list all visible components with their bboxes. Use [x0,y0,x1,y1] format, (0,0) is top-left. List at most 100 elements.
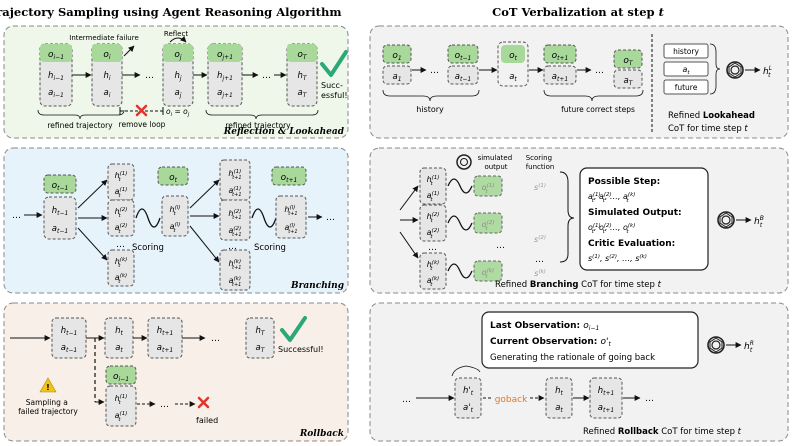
bc-row-1: h(1)t a(1)t o(1)t s(1) [419,167,546,205]
lookahead-refined-line2: CoT for time step t [668,124,748,134]
svg-text:oT: oT [623,56,634,67]
scoring-label-1: Scoring [132,243,164,253]
svg-text:ot+1: ot+1 [552,51,569,62]
remove-loop-label: remove loop [119,120,166,129]
svg-text:oi: oi [103,50,111,61]
svg-text:…: … [595,66,604,76]
remove-loop-cross-icon [135,104,148,117]
svg-text:a1: a1 [392,72,401,83]
svg-text:oj: oj [174,50,182,61]
svg-text:…: … [402,395,411,405]
svg-text:s(2): s(2) [534,235,546,244]
svg-text:hT: hT [255,326,265,337]
node-o-i-minus-1: oi−1 hi−1 ai−1 [39,43,73,107]
svg-text:…: … [645,394,654,404]
svg-text:at−1: at−1 [52,224,68,235]
failed-cross-icon [197,396,210,409]
svg-text:ht−1: ht−1 [52,206,69,217]
chip-history [663,43,709,59]
chip-future-text: future [675,83,698,92]
svg-text:oi−1: oi−1 [113,372,129,383]
branching-refined-line: Refined Branching CoT for time step t [495,280,662,290]
svg-text:ht+1: ht+1 [157,326,174,337]
chip-history-text: history [673,47,699,56]
svg-text:ht: ht [115,326,123,337]
svg-text:at: at [555,403,563,414]
simulated-output-title: Simulated Output: [588,208,682,218]
svg-text:aj+1: aj+1 [217,88,233,99]
svg-text:hj+1: hj+1 [217,71,233,82]
lookahead-panel [369,25,789,139]
svg-text:hi: hi [103,71,110,82]
svg-text:h(k)t+1: h(k)t+1 [229,259,242,271]
node-o-T-reflection: oT hT aT [286,43,318,107]
svg-text:h(l)t: h(l)t [170,205,181,217]
branching-summary-box [579,167,709,271]
rollback-node-failed: h(1)t a(1)t [105,385,137,427]
svg-text:hj: hj [174,71,181,82]
svg-text:a(2)t+1: a(2)t+1 [228,226,241,238]
rollback-node-o-i-1: oi−1 [105,365,137,385]
critic-evaluation-title: Critic Evaluation: [588,239,675,249]
svg-text:ot: ot [509,51,518,62]
svg-text:hi−1: hi−1 [48,71,64,82]
svg-text:oj+1: oj+1 [217,50,233,61]
la-node-o1: o1 a1 [382,44,412,85]
svg-text:…: … [12,211,21,221]
last-observation-line: Last Observation: oi−1 [490,321,599,332]
svg-text:hT: hT [297,71,307,82]
failed-label: failed [196,416,218,425]
llm-logo-icon [726,61,744,79]
lookahead-refined-line1: Refined Lookahead [668,111,755,121]
svg-text:at: at [682,65,690,76]
la-node-o-t: ot at [497,41,529,87]
reflect-label: Reflect [164,30,188,38]
scoring-label-2: Scoring [254,243,286,253]
svg-text:…: … [228,242,237,252]
success-check-icon [320,50,348,77]
svg-text:a't: a't [463,403,474,414]
rollback-logo-icon [707,336,725,354]
rollback-summary-box [481,311,699,369]
current-observation-line: Current Observation: o't [490,337,611,348]
chip-a-t [663,61,709,77]
svg-text:…: … [262,71,271,81]
branching-logo-icon [717,211,735,229]
svg-text:…: … [326,213,335,223]
branch-node-h-t-2: h(2)t a(2)t [107,199,135,237]
svg-text:at+1: at+1 [157,343,173,354]
svg-text:…: … [430,66,439,76]
rationale-line: Generating the rationale of going back [490,353,655,363]
branching-caption: Branching [290,281,344,291]
branch-node-h-t-1: h(1)t a(1)t [107,163,135,201]
possible-step-title: Possible Step: [588,177,660,187]
svg-text:a(l)t+1: a(l)t+1 [284,223,297,235]
branch-node-o-t: ot [157,166,189,186]
future-steps-label: future correct steps [561,105,635,114]
svg-text:o1: o1 [392,51,401,62]
svg-text:s(1): s(1) [534,183,546,192]
svg-text:h(1)t+1: h(1)t+1 [228,169,241,181]
svg-text:aT: aT [256,343,266,354]
svg-text:at: at [115,343,123,354]
svg-text:…: … [160,400,169,410]
rollback-successful-label: Successful! [278,345,324,354]
svg-text:…: … [496,241,505,251]
warning-icon: ! [39,377,57,393]
svg-text:aT: aT [298,88,308,99]
rollback-node-h-T: hT aT [245,317,275,359]
intermediate-failure-label: Intermediate failure [69,34,139,42]
svg-text:s(k): s(k) [534,269,546,278]
branch-node-o-t-minus-1: ot−1 ht−1 at−1 [43,174,77,240]
svg-text:…: … [535,255,544,265]
svg-text:h(l)t+1: h(l)t+1 [284,205,297,217]
svg-text:…: … [116,240,125,250]
svg-text:ht+1: ht+1 [598,386,615,397]
svg-text:ai−1: ai−1 [48,88,64,99]
svg-text:ot−1: ot−1 [52,181,69,192]
svg-text:ot+1: ot+1 [281,173,298,184]
svg-text:a(l)t: a(l)t [170,222,181,234]
la-node-o-t-1: ot−1 at−1 [447,44,479,85]
